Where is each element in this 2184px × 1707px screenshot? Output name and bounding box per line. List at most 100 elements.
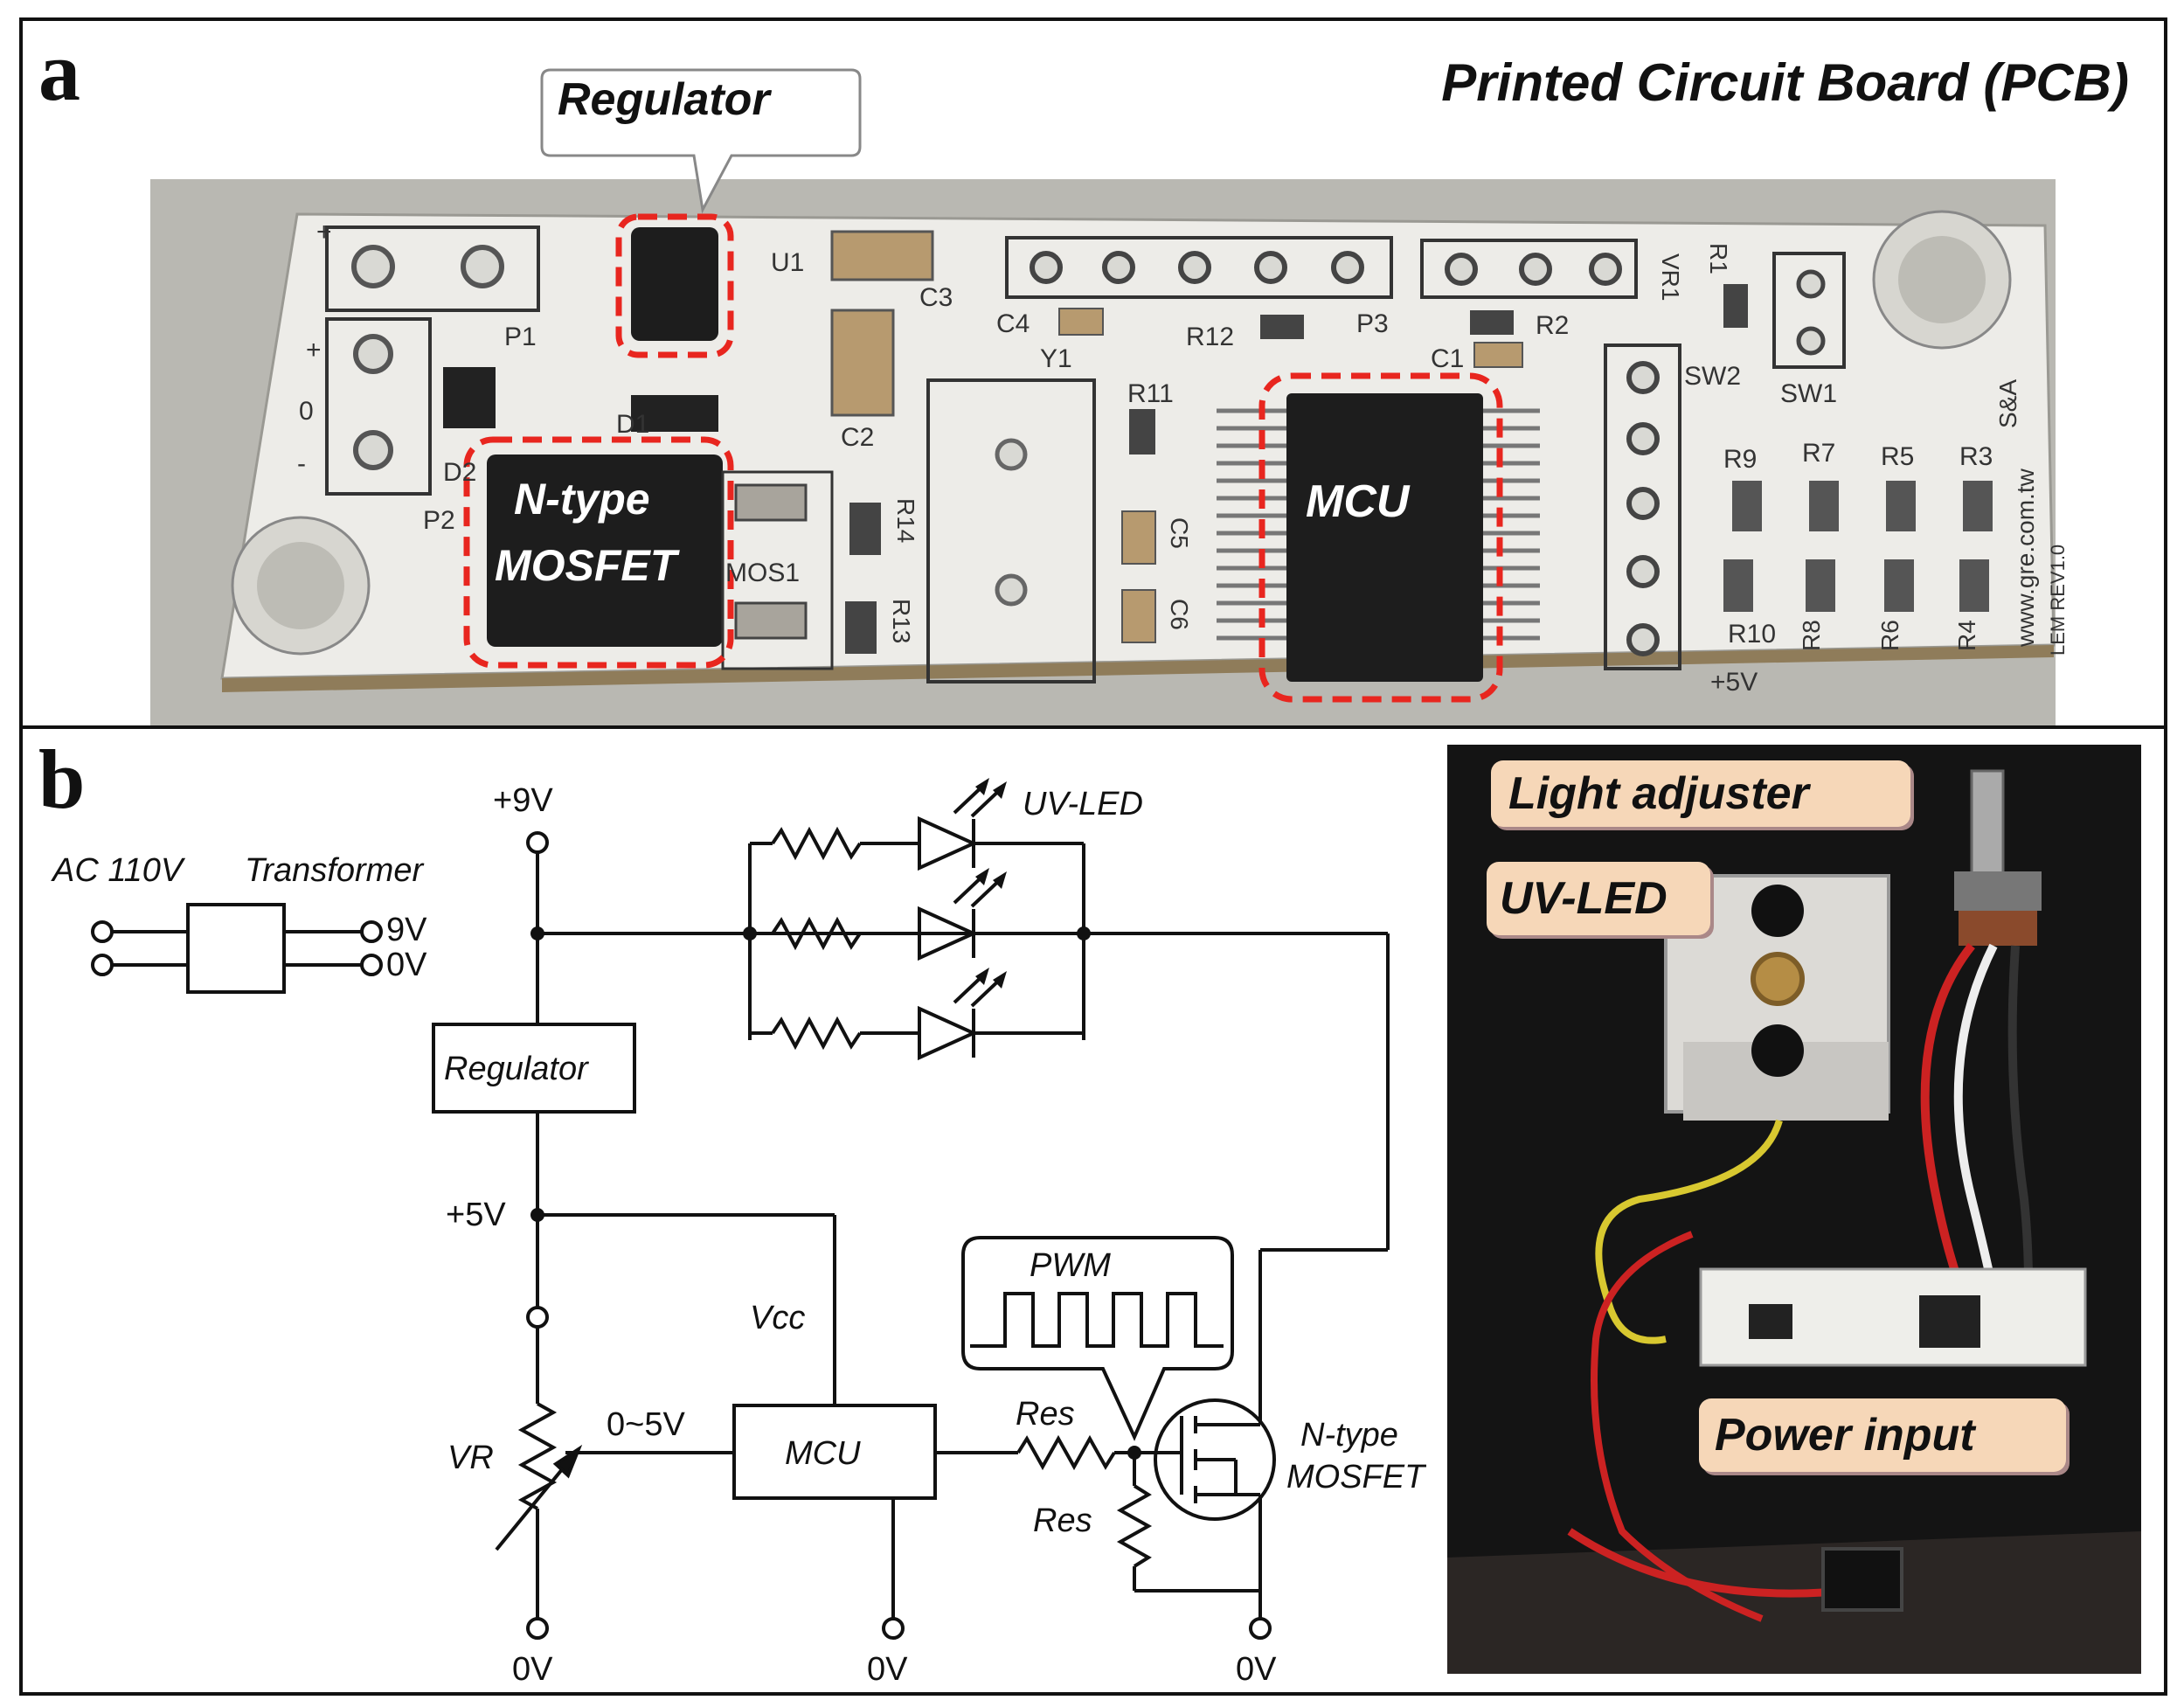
res-label-2: Res	[1033, 1502, 1092, 1539]
junction-9v	[530, 926, 544, 940]
y1-pad-1	[995, 438, 1028, 471]
sw2-pin-2	[1626, 422, 1660, 455]
mcu-highlight	[1258, 372, 1503, 703]
light-adjuster-label	[1491, 760, 1910, 827]
label-r6: R6	[1876, 620, 1903, 651]
holder-hole-bottom	[1751, 1024, 1804, 1077]
mosfet-chip	[487, 455, 723, 647]
v5-label: +5V	[446, 1197, 506, 1233]
p3-pin-2	[1102, 251, 1135, 284]
pcb-photo: U1 C3 C4 Y1 R12 P3 R2 C1 SW2 SW1 P1 D1 D…	[150, 68, 2069, 729]
p3-pin-4	[1254, 251, 1287, 284]
range-label: 0~5V	[607, 1406, 685, 1443]
label-zero: 0	[299, 397, 314, 426]
uvled-label: UV-LED	[1023, 786, 1143, 822]
gnd-label-3: 0V	[1236, 1651, 1277, 1687]
label-r3: R3	[1959, 442, 1993, 471]
gnd-label-2: 0V	[867, 1651, 908, 1687]
p2-pad-2	[353, 430, 393, 470]
r5-resistor	[1886, 481, 1916, 531]
r9-resistor	[1732, 481, 1762, 531]
label-mos1: MOS1	[725, 559, 800, 587]
led-branch-3	[750, 971, 1084, 1061]
uvled-photo-text: UV-LED	[1500, 873, 1667, 924]
r7-resistor	[1809, 481, 1839, 531]
mosfet-tab-2	[734, 601, 808, 640]
pot-terminals	[1959, 911, 2037, 946]
junction-5v	[530, 1208, 544, 1222]
pwm-label: PWM	[1030, 1247, 1111, 1284]
regulator-label: Regulator	[444, 1051, 589, 1087]
p2-pad-1	[353, 334, 393, 374]
label-r4: R4	[1953, 620, 1980, 651]
label-y1: Y1	[1040, 344, 1072, 373]
mount-hole-right-inner	[1898, 236, 1986, 323]
res-label-1: Res	[1016, 1396, 1075, 1433]
gnd-terminal-1	[526, 1617, 549, 1640]
sw2-outline	[1604, 343, 1681, 670]
r4-resistor	[1959, 559, 1989, 612]
mcu-label: MCU	[785, 1435, 861, 1472]
gnd-label-1: 0V	[512, 1651, 553, 1687]
pwm-waveform	[970, 1292, 1224, 1348]
r10-resistor	[1723, 559, 1753, 612]
enclosure-wall	[1447, 1531, 2141, 1674]
power-input-label	[1699, 1398, 2066, 1472]
mosfet-label-1: N-type	[1300, 1417, 1398, 1454]
d1-diode	[631, 395, 718, 432]
mos1-outline	[721, 470, 834, 670]
p2-outline	[325, 317, 432, 496]
r1-resistor	[1723, 284, 1748, 328]
vr-label: VR	[447, 1440, 494, 1476]
uvled-photo-label	[1487, 862, 1710, 935]
sw2-pin-3	[1626, 487, 1660, 520]
mosfet-callout-line1: N-type	[514, 475, 650, 524]
label-r1: R1	[1705, 243, 1732, 274]
label-r12: R12	[1186, 323, 1234, 351]
c2-cap	[830, 309, 895, 417]
label-brand: S&A	[1994, 379, 2021, 428]
holder-hole-top	[1751, 885, 1804, 937]
device-photo	[1447, 745, 2141, 1674]
label-p1: P1	[504, 323, 537, 351]
r3-resistor	[1963, 481, 1993, 531]
label-minus: -	[297, 449, 306, 478]
label-r9: R9	[1723, 445, 1757, 474]
c4-cap	[1058, 308, 1104, 336]
pot-shaft	[1970, 769, 2005, 878]
gnd-terminal-2	[882, 1617, 905, 1640]
out-terminal-9v	[360, 920, 383, 943]
led-branch-2	[750, 871, 1084, 961]
label-p2: P2	[423, 506, 455, 535]
label-c1: C1	[1431, 344, 1464, 373]
ac-label: AC 110V	[51, 852, 186, 889]
out-terminal-0v	[360, 954, 383, 976]
mcu-pins-left	[1217, 408, 1300, 641]
label-r13: R13	[888, 599, 915, 643]
d2-diode	[443, 367, 496, 428]
mcu-chip	[1286, 393, 1483, 682]
mosfet-highlight	[463, 436, 734, 669]
p3-outline	[1005, 236, 1393, 299]
sw2-pin-4	[1626, 555, 1660, 588]
r12-resistor	[1260, 315, 1304, 339]
sw2-pin-5	[1626, 623, 1660, 656]
gnd-terminal-3	[1249, 1617, 1272, 1640]
label-plus-a: +	[316, 218, 332, 246]
regulator-chip	[631, 227, 718, 341]
pcb-edge	[222, 645, 2054, 692]
label-plus5v: +5V	[1710, 668, 1758, 697]
label-r2: R2	[1536, 311, 1569, 340]
p1-pad-2	[461, 245, 504, 288]
ac-terminal-bottom	[91, 954, 114, 976]
wire-red-power	[1567, 1528, 1824, 1598]
regulator-highlight	[615, 213, 734, 358]
pcb-title: Printed Circuit Board (PCB)	[1441, 53, 2129, 112]
r11-resistor	[1129, 409, 1155, 455]
junction-led-right	[1077, 926, 1091, 940]
r8-resistor	[1806, 559, 1835, 612]
label-r5: R5	[1881, 442, 1914, 471]
power-jack	[1821, 1547, 1903, 1612]
uvled-lens	[1751, 952, 1805, 1006]
r2-resistor	[1470, 310, 1514, 335]
